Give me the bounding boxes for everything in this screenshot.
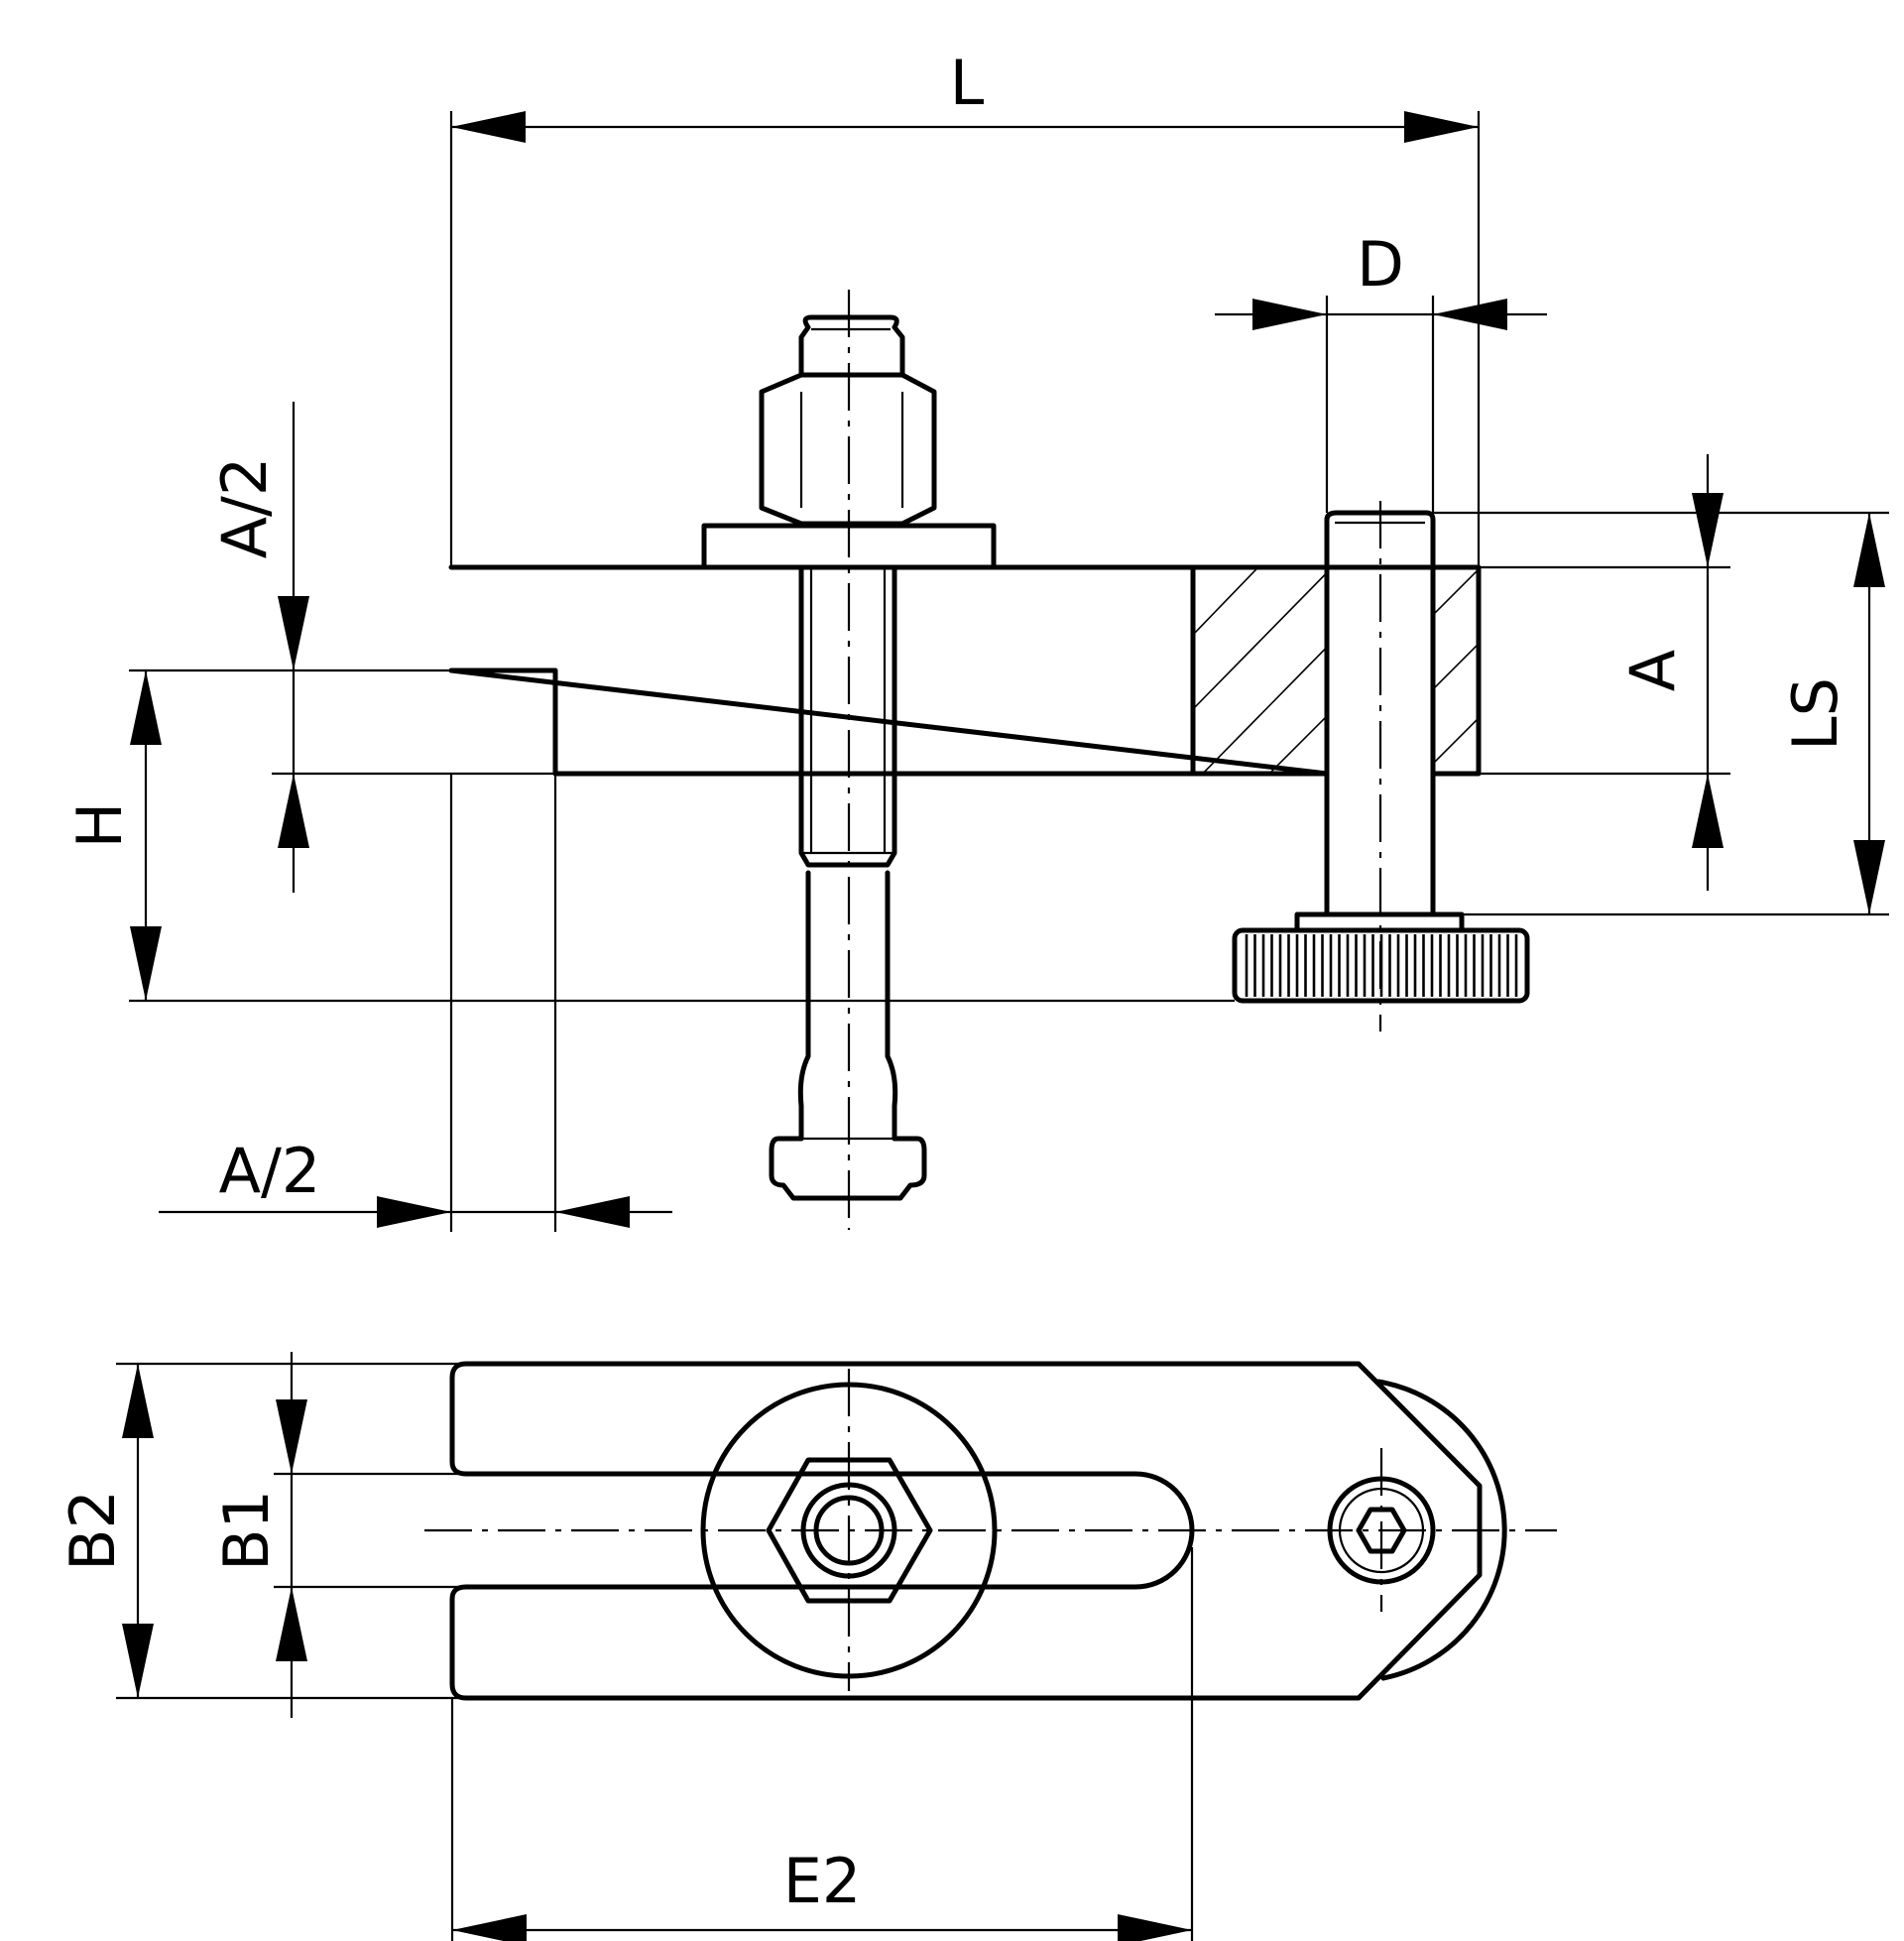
label-d: D	[1357, 228, 1404, 301]
section-hatching	[1193, 567, 1479, 774]
support-screw	[1232, 501, 1530, 1031]
label-b2: B2	[57, 1490, 129, 1571]
hex-nut-top	[766, 1457, 933, 1604]
label-h: H	[63, 802, 136, 849]
label-a-half-vertical: A/2	[208, 457, 281, 559]
top-dimensions	[116, 1352, 1194, 1941]
label-a: A	[1616, 650, 1689, 691]
t-bolt-head	[769, 1136, 927, 1201]
side-dimensions	[129, 111, 1889, 1232]
dimension-labels: L D A LS H A/2 A/2 B2 B1 E2	[57, 47, 1851, 1917]
fork-body	[449, 1361, 1483, 1701]
label-e2: E2	[783, 1845, 862, 1917]
support-knob-top	[1375, 1379, 1507, 1681]
side-view	[129, 111, 1889, 1232]
label-b1: B1	[210, 1490, 283, 1571]
hex-nut	[759, 372, 937, 527]
label-l: L	[950, 47, 985, 119]
top-view	[116, 1352, 1557, 1941]
label-a-half-horizontal: A/2	[219, 1135, 321, 1207]
label-ls: LS	[1779, 677, 1851, 751]
stud-bolt	[701, 290, 997, 1230]
